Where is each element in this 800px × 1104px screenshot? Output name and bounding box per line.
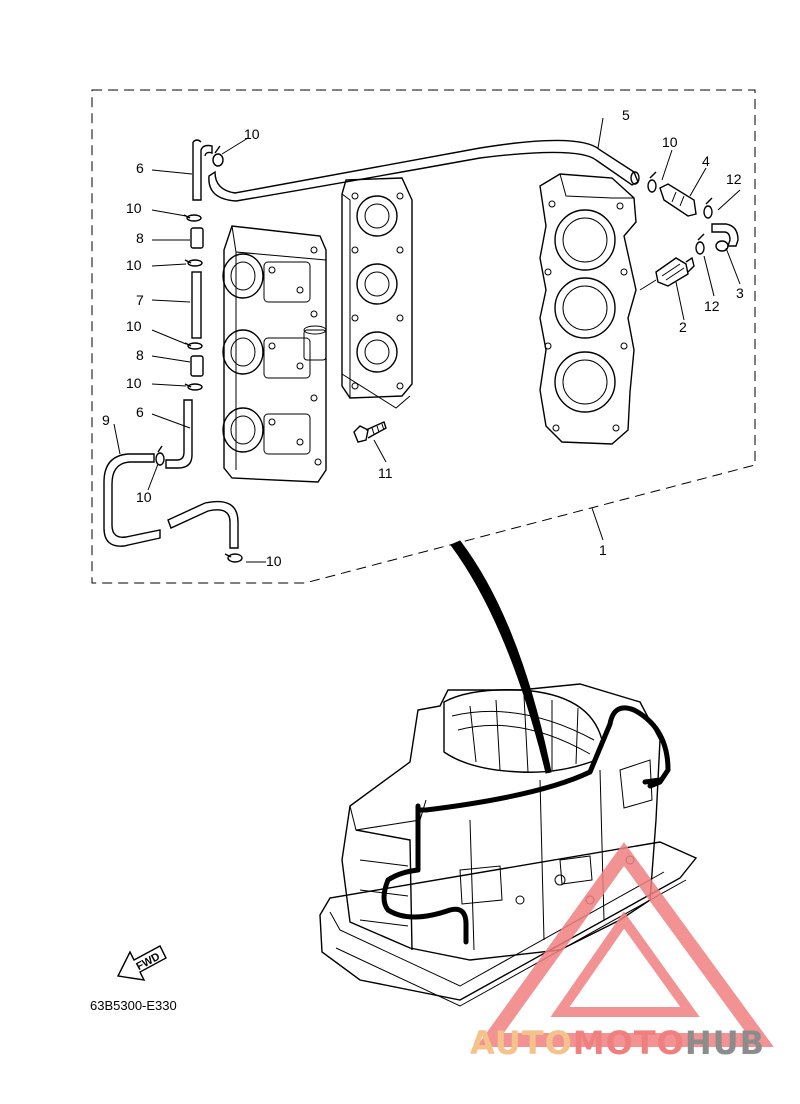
watermark-text: AUTOMOTOHUB [470,1024,765,1062]
callout-1: 1 [599,542,607,558]
callout-10g: 10 [266,553,282,569]
leader-lines [113,117,741,563]
callout-9: 9 [102,412,110,428]
routed-hose [381,705,671,945]
watermark-logo [476,842,774,1047]
callout-11: 11 [378,465,393,481]
callout-10e: 10 [126,375,142,391]
bolt-11 [353,421,387,443]
callout-8a: 8 [136,230,144,246]
callout-10d: 10 [126,318,142,334]
leader-assembly-to-engine [450,540,552,774]
callout-4: 4 [702,153,710,169]
hose-chain-left [103,139,243,563]
assembly-boundary [91,89,756,584]
clamps-right [647,171,713,255]
callout-10h: 10 [662,134,678,150]
fitting-2 [639,256,695,291]
callout-10c: 10 [126,257,142,273]
clamp-top [212,145,224,167]
watermark-triangle [476,842,774,1047]
intake-manifold [341,177,413,409]
fwd-label: FWD [134,951,162,973]
callout-12b: 12 [704,298,720,314]
watermark-triangle-inner [550,911,700,1017]
callout-10b: 10 [126,200,142,216]
callout-8b: 8 [136,347,144,363]
callout-10f: 10 [136,489,152,505]
callout-5: 5 [622,107,630,123]
watermark-auto: AUTO [470,1024,573,1062]
watermark-hub: HUB [685,1024,765,1062]
callout-10a: 10 [244,126,260,142]
callout-6b: 6 [136,404,144,420]
callout-3: 3 [736,285,744,301]
callout-6a: 6 [136,160,144,176]
engine-assembly [319,683,698,1007]
hose-3 [711,223,739,247]
right-cover [539,173,637,445]
callout-12a: 12 [726,171,742,187]
carburetor-stack [222,225,327,483]
fitting-4 [659,183,697,217]
fwd-arrow: FWD [116,945,167,981]
callout-2: 2 [679,319,687,335]
watermark-moto: MOTO [573,1024,685,1062]
part-code: 63B5300-E330 [90,998,177,1013]
hose-5 [208,139,639,202]
callout-7: 7 [136,292,144,308]
